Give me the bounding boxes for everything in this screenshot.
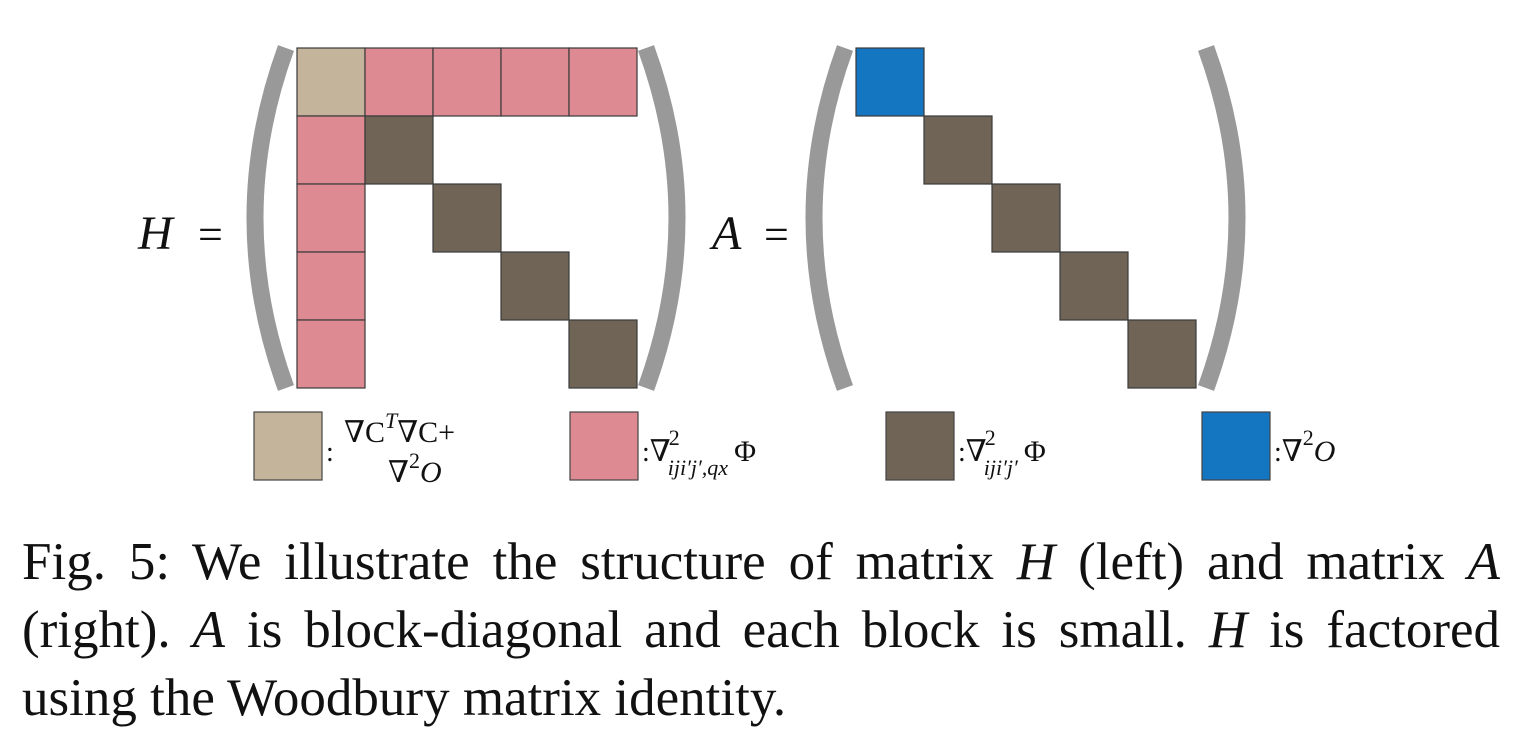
- matrix-a-cells: [855, 47, 1197, 389]
- matrix-a-label: A: [709, 207, 742, 260]
- matrix-h: H =: [137, 45, 686, 391]
- matrix-block-r0-c0: [296, 47, 366, 117]
- legend-swatch-3: [885, 411, 955, 481]
- matrix-block-r1-c1: [923, 115, 993, 185]
- caption-var-a-2: A: [192, 601, 225, 659]
- legend-swatch-2: [569, 411, 639, 481]
- matrix-a: A =: [709, 45, 1246, 391]
- matrix-a-left-bracket: [805, 45, 853, 391]
- matrix-block-r2-c0: [296, 183, 366, 253]
- matrix-block-r3-c0: [296, 251, 366, 321]
- matrix-block-r3-c3: [500, 251, 570, 321]
- matrix-block-r2-c2: [432, 183, 502, 253]
- matrix-a-equals: =: [764, 210, 789, 259]
- caption-var-h-2: H: [1208, 601, 1248, 659]
- matrix-block-r0-c0: [855, 47, 925, 117]
- matrix-h-right-bracket: [638, 45, 686, 391]
- matrix-block-r0-c2: [432, 47, 502, 117]
- legend-sep-1: :: [326, 437, 334, 468]
- matrix-block-r3-c3: [1059, 251, 1129, 321]
- matrix-block-r0-c4: [568, 47, 638, 117]
- caption-part-5: is factored using the Woodbury matrix id…: [22, 601, 1500, 727]
- matrix-h-equals: =: [198, 210, 223, 259]
- legend-text-4: :∇2O: [1274, 425, 1335, 468]
- caption-part-1: Fig. 5: We illustrate the structure of m…: [22, 533, 1017, 591]
- matrix-block-r4-c4: [1127, 319, 1197, 389]
- caption-part-4: is block-diagonal and each block is smal…: [225, 601, 1209, 659]
- matrix-a-right-bracket: [1198, 45, 1246, 391]
- legend-text-1b: ∇2O: [388, 448, 442, 489]
- matrix-block-r2-c2: [991, 183, 1061, 253]
- legend-swatch-4: [1201, 411, 1271, 481]
- matrix-block-r4-c0: [296, 319, 366, 389]
- caption-var-a: A: [1467, 533, 1501, 591]
- legend-text-1a: ∇CT∇C+: [344, 408, 455, 449]
- matrix-h-left-bracket: [246, 45, 294, 391]
- matrix-block-r0-c1: [364, 47, 434, 117]
- matrix-h-cells: [296, 47, 638, 389]
- caption-part-2: (left) and matrix: [1055, 533, 1468, 591]
- matrix-block-r0-c3: [500, 47, 570, 117]
- matrix-block-r1-c0: [296, 115, 366, 185]
- legend-swatch-1: [253, 411, 323, 481]
- caption-var-h: H: [1016, 533, 1056, 591]
- matrix-block-r1-c1: [364, 115, 434, 185]
- matrix-block-r4-c4: [568, 319, 638, 389]
- figure-caption: Fig. 5: We illustrate the structure of m…: [22, 528, 1500, 732]
- caption-part-3: (right).: [22, 601, 193, 659]
- matrix-h-label: H: [137, 207, 175, 260]
